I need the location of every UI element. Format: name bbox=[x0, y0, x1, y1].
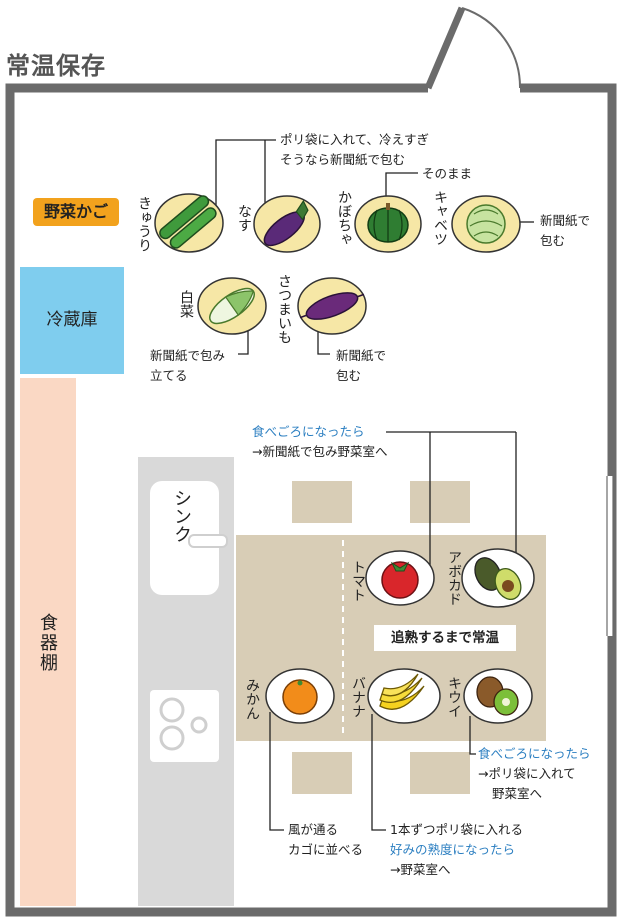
burner-icons bbox=[159, 697, 208, 751]
refrigerator: 冷蔵庫 bbox=[20, 267, 124, 374]
chair bbox=[410, 752, 470, 794]
cucumber-icon bbox=[154, 193, 224, 253]
dish-shelf: 食器棚 bbox=[20, 378, 76, 906]
avocado-label: アボカド bbox=[446, 550, 462, 606]
note-line: →野菜室へ bbox=[390, 862, 451, 877]
banana-label: バナナ bbox=[350, 676, 366, 718]
note-line: 食べごろになったら bbox=[252, 424, 365, 439]
stove bbox=[150, 690, 219, 762]
cucumber-label: きゅうり bbox=[136, 196, 152, 252]
cabbage-label: キャベツ bbox=[432, 190, 448, 246]
hakusai-icon bbox=[197, 277, 267, 335]
note-line: ポリ袋に入れて、冷えすぎ bbox=[280, 132, 430, 147]
avocado-icon bbox=[461, 548, 535, 608]
chair bbox=[292, 752, 352, 794]
dish-shelf-label: 食器棚 bbox=[37, 613, 58, 673]
kiwi-label: キウイ bbox=[446, 676, 462, 718]
note-line: →ポリ袋に入れて bbox=[478, 766, 576, 781]
cabbage-icon bbox=[451, 195, 521, 253]
note-line: 野菜室へ bbox=[492, 786, 543, 801]
note-line: 新聞紙で包み bbox=[150, 348, 226, 363]
as-is-note: そのまま bbox=[422, 166, 473, 181]
sweet-potato-icon bbox=[297, 277, 367, 335]
chair bbox=[410, 481, 470, 523]
kiwi-icon bbox=[463, 668, 533, 724]
hakusai-note: 新聞紙で包み 立てる bbox=[150, 346, 225, 386]
note-line: 1本ずつポリ袋に入れる bbox=[390, 822, 523, 837]
sweet-potato-label: さつまいも bbox=[276, 274, 292, 344]
hakusai-label: 白菜 bbox=[178, 290, 194, 318]
note-line: 包む bbox=[540, 233, 566, 248]
note-line: 新聞紙で bbox=[336, 348, 387, 363]
faucet bbox=[188, 534, 228, 548]
note-line: 好みの熟度になったら bbox=[390, 842, 516, 857]
note-line: 食べごろになったら bbox=[478, 746, 591, 761]
tomato-avocado-note: 食べごろになったら →新聞紙で包み野菜室へ bbox=[252, 422, 387, 462]
note-line: カゴに並べる bbox=[288, 842, 364, 857]
note-line: 新聞紙で bbox=[540, 213, 591, 228]
banana-note: 1本ずつポリ袋に入れる 好みの熟度になったら →野菜室へ bbox=[390, 820, 523, 880]
banana-icon bbox=[367, 668, 441, 724]
note-line: 立てる bbox=[150, 368, 188, 383]
pumpkin-label: かぼちゃ bbox=[336, 190, 352, 246]
note-line: そうなら新聞紙で包む bbox=[280, 152, 406, 167]
note-line: 包む bbox=[336, 368, 362, 383]
cabbage-note: 新聞紙で 包む bbox=[540, 211, 590, 251]
eggplant-label: なす bbox=[236, 204, 252, 232]
eggplant-icon bbox=[253, 195, 321, 253]
mandarin-icon bbox=[265, 668, 335, 724]
sweet-potato-note: 新聞紙で 包む bbox=[336, 346, 386, 386]
page-title: 常温保存 bbox=[6, 52, 106, 80]
plastic-bag-note: ポリ袋に入れて、冷えすぎ そうなら新聞紙で包む bbox=[280, 130, 429, 170]
pumpkin-icon bbox=[354, 195, 422, 253]
note-line: →新聞紙で包み野菜室へ bbox=[252, 444, 388, 459]
mandarin-label: みかん bbox=[244, 678, 260, 720]
sink-label: シンク bbox=[171, 489, 192, 543]
kiwi-note: 食べごろになったら →ポリ袋に入れて 野菜室へ bbox=[478, 744, 591, 804]
mandarin-note: 風が通る カゴに並べる bbox=[288, 820, 363, 860]
vegetable-basket-tag: 野菜かご bbox=[33, 198, 119, 226]
chair bbox=[292, 481, 352, 523]
tomato-label: トマト bbox=[350, 560, 366, 602]
ripen-label: 追熟するまで常温 bbox=[374, 625, 516, 651]
fridge-label: 冷蔵庫 bbox=[46, 310, 98, 330]
note-line: 風が通る bbox=[288, 822, 339, 837]
tomato-icon bbox=[365, 550, 435, 606]
